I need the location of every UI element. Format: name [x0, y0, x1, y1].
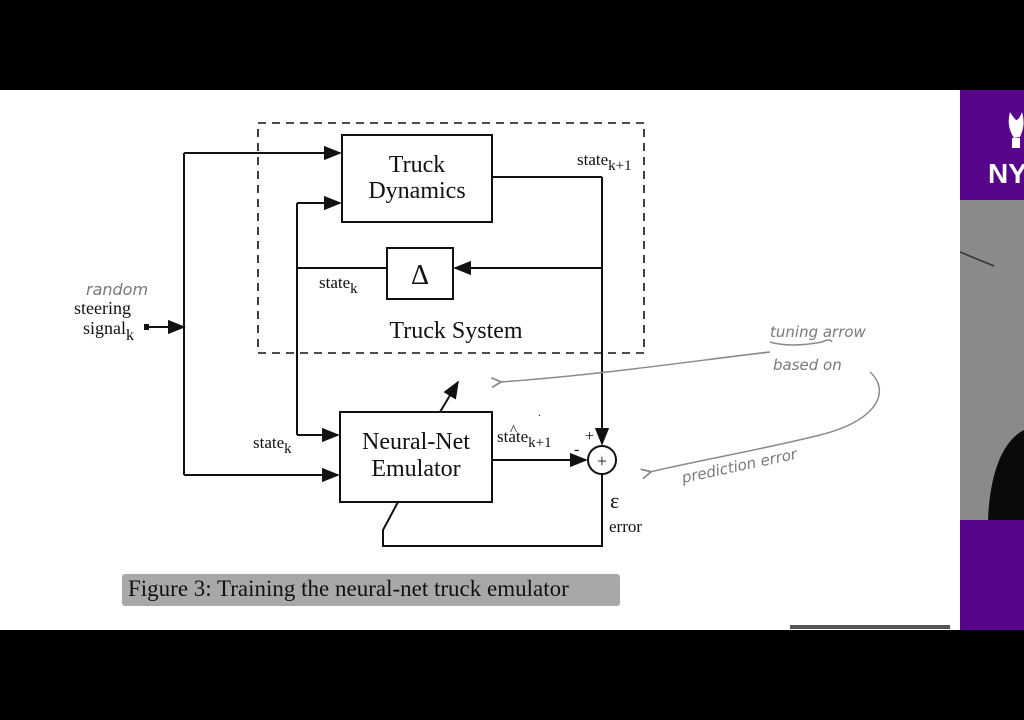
- nyu-logo-panel: NY: [960, 90, 1024, 200]
- state-hat-label: statek+1: [497, 427, 552, 451]
- truck-system-label: Truck System: [389, 318, 522, 344]
- annotation-arrow-tuning: [500, 351, 771, 382]
- steering-label-1: steering: [74, 298, 131, 318]
- sum-symbol: +: [597, 451, 607, 471]
- epsilon-symbol: ε: [610, 488, 619, 513]
- delay-box: [386, 247, 454, 300]
- annotation-brace: [769, 339, 833, 346]
- truck-dynamics-title-2: Dynamics: [368, 178, 465, 204]
- slide-canvas: Truck Dynamics Δ Truck System Neural-Net…: [0, 90, 960, 630]
- tuning-arrow: [439, 380, 459, 413]
- truck-dynamics-box: [341, 134, 493, 223]
- annotation-random: random: [86, 280, 148, 299]
- annotation-tuning-arrow: tuning arrow: [770, 323, 867, 341]
- presenter-silhouette: [960, 251, 1024, 520]
- truck-dynamics-title-1: Truck: [389, 152, 445, 178]
- state-k1-label: statek+1: [577, 150, 632, 174]
- delta-symbol: Δ: [411, 260, 429, 291]
- torch-icon: [1008, 112, 1024, 148]
- state-k-label-lower: statek: [253, 433, 292, 457]
- emulator-box: [339, 411, 493, 503]
- webcam-feed: [960, 200, 1024, 520]
- emulator-title-1: Neural-Net: [362, 429, 470, 455]
- nyu-sidebar: NY: [960, 90, 1024, 630]
- caption-highlight: [122, 574, 620, 606]
- annotation-arrow-prediction: [650, 371, 881, 472]
- figure-caption: Figure 3: Training the neural-net truck …: [128, 576, 569, 601]
- block-diagram: Truck Dynamics Δ Truck System Neural-Net…: [74, 122, 881, 547]
- state-hat-mark: ^: [510, 423, 517, 439]
- steering-terminal: [144, 324, 149, 330]
- error-feedback-wire: [382, 474, 603, 547]
- speck-dot: .: [538, 405, 541, 419]
- annotation-prediction-error: prediction error: [679, 445, 799, 487]
- error-label: error: [609, 517, 642, 536]
- emulator-title-2: Emulator: [371, 456, 460, 482]
- state-k-label-upper: statek: [319, 273, 358, 297]
- steering-label-2: signalk: [83, 318, 134, 344]
- minus-sign: -: [574, 441, 579, 458]
- nyu-bottom-panel: [960, 520, 1024, 630]
- plus-sign: +: [585, 428, 594, 445]
- divider-bar: [790, 625, 950, 629]
- annotation-based-on: based on: [773, 356, 842, 374]
- nyu-logo-text: NY: [988, 158, 1024, 189]
